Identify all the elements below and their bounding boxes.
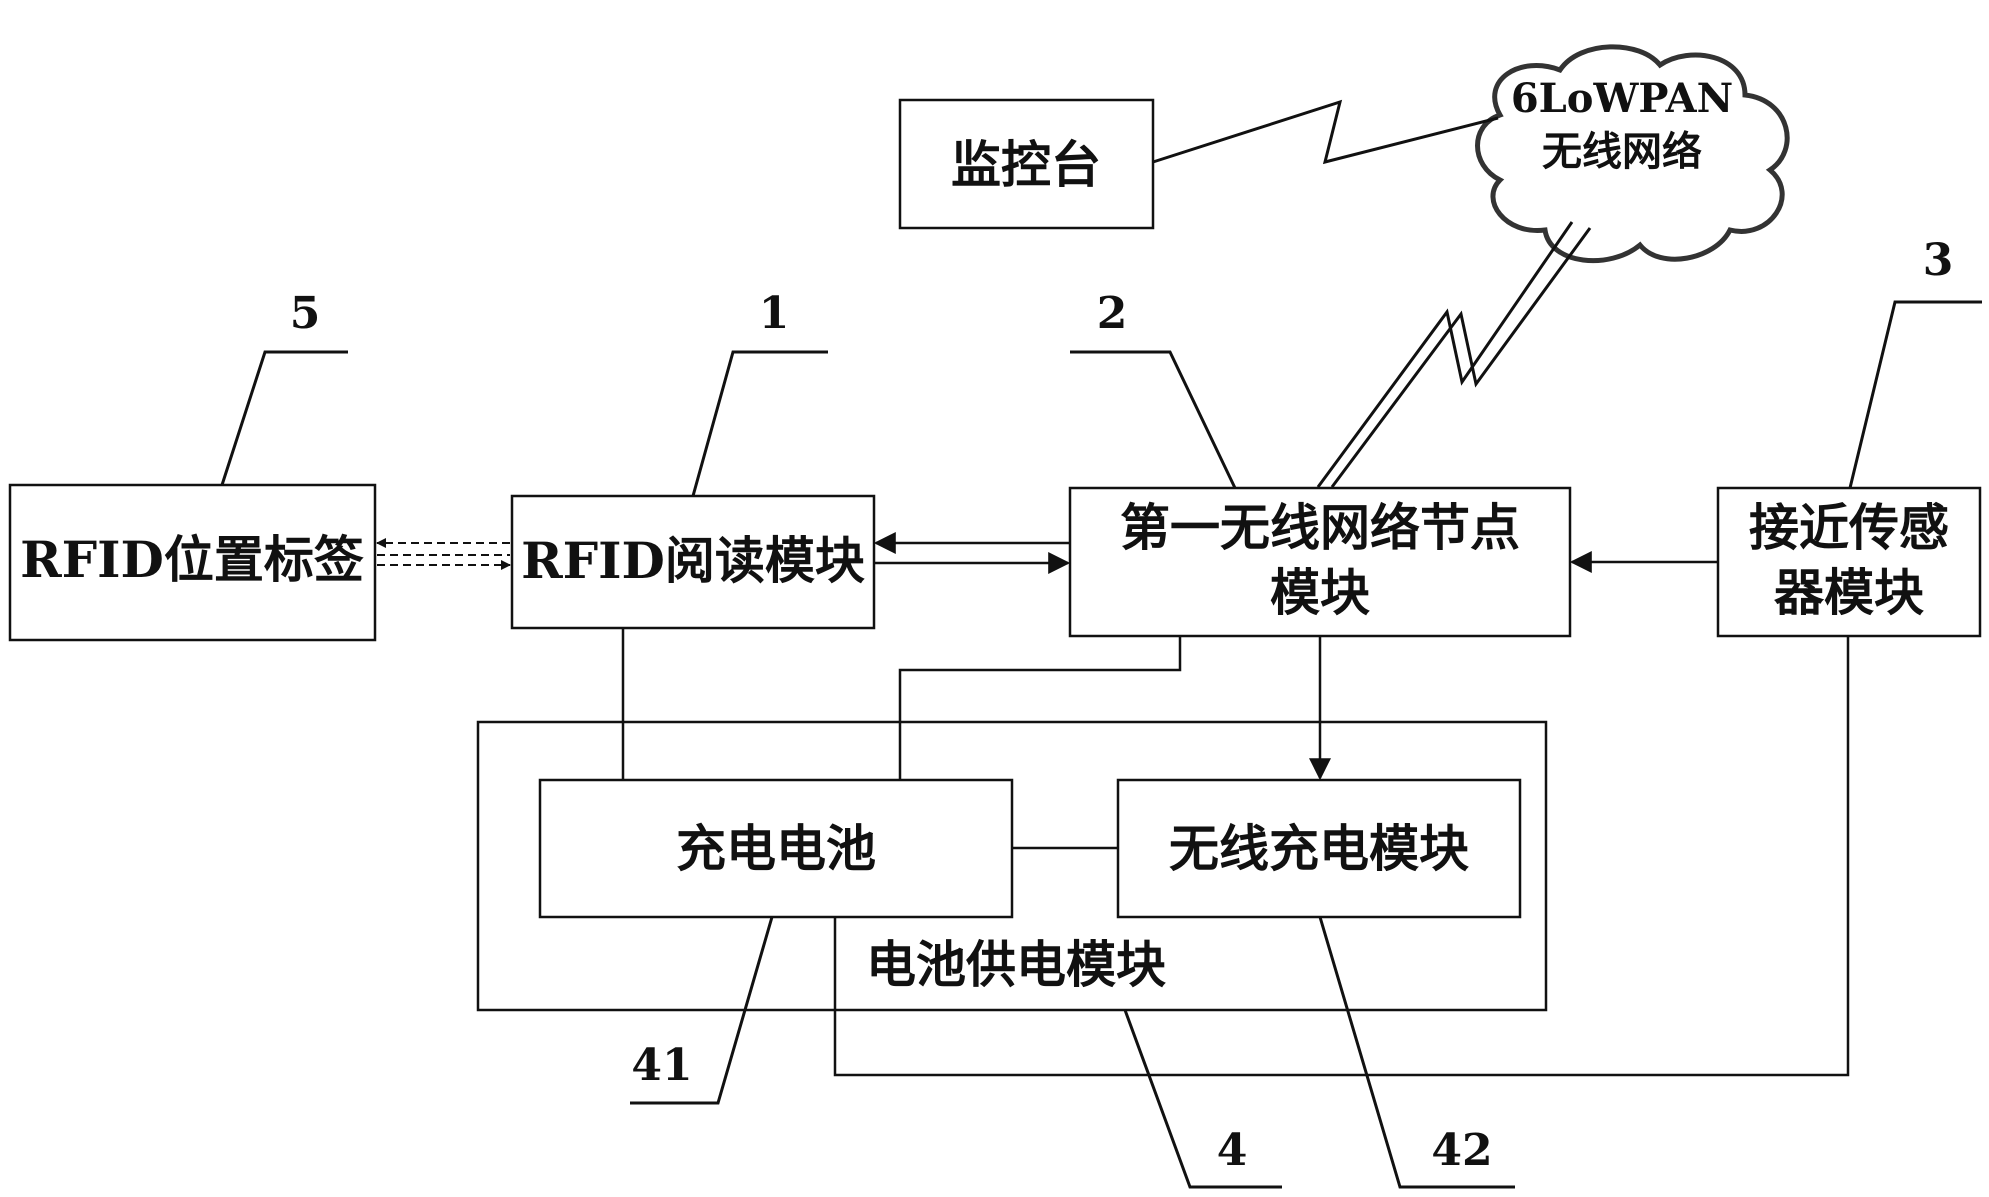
wireless-charging-label: 无线充电模块 bbox=[1169, 819, 1469, 878]
wireless-node-label-line1: 第一无线网络节点 bbox=[1120, 498, 1520, 557]
wireless-node-box: 第一无线网络节点 模块 bbox=[1070, 488, 1570, 636]
network-label-line1: 6LoWPAN bbox=[1511, 75, 1733, 122]
wireless-link-monitor bbox=[1153, 102, 1498, 162]
rfid-tag-box: RFID位置标签 bbox=[10, 485, 375, 640]
ref-number-41: 41 bbox=[631, 1040, 692, 1091]
wireless-charging-box: 无线充电模块 bbox=[1118, 780, 1520, 917]
rfid-tag-label: RFID位置标签 bbox=[20, 530, 364, 589]
battery-box: 充电电池 bbox=[540, 780, 1012, 917]
ref-number-3: 3 bbox=[1923, 235, 1954, 286]
ref-number-42: 42 bbox=[1431, 1125, 1492, 1176]
ref-leader-4 bbox=[1125, 1010, 1282, 1187]
rfid-reader-box: RFID阅读模块 bbox=[512, 496, 874, 628]
proximity-sensor-box: 接近传感 器模块 bbox=[1718, 488, 1980, 636]
ref-number-5: 5 bbox=[290, 288, 321, 339]
monitor-box: 监控台 bbox=[900, 100, 1153, 228]
ref-number-1: 1 bbox=[759, 288, 790, 339]
network-cloud: 6LoWPAN 无线网络 bbox=[1478, 47, 1788, 261]
proximity-sensor-label-line1: 接近传感 bbox=[1749, 498, 1949, 557]
rfid-reader-label: RFID阅读模块 bbox=[521, 531, 865, 590]
proximity-sensor-label-line2: 器模块 bbox=[1774, 563, 1924, 622]
ref-number-2: 2 bbox=[1097, 288, 1128, 339]
ref-leader-2 bbox=[1070, 352, 1235, 488]
monitor-label: 监控台 bbox=[951, 135, 1101, 194]
network-label-line2: 无线网络 bbox=[1542, 128, 1702, 175]
wireless-node-label-line2: 模块 bbox=[1270, 563, 1370, 622]
ref-leader-5 bbox=[222, 352, 348, 485]
ref-number-4: 4 bbox=[1217, 1125, 1248, 1176]
power-supply-label: 电池供电模块 bbox=[866, 935, 1166, 994]
battery-label: 充电电池 bbox=[676, 819, 876, 878]
wireless-link-node-b bbox=[1332, 228, 1590, 487]
ref-leader-1 bbox=[693, 352, 828, 496]
ref-leader-3 bbox=[1850, 302, 1982, 488]
wireless-link-node-a bbox=[1318, 222, 1572, 487]
